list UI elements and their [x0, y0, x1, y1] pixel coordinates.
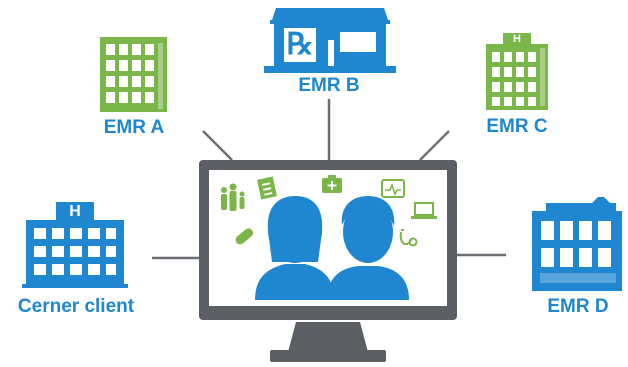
pill-icon [235, 228, 254, 245]
green-hospital-icon [486, 33, 548, 110]
blue-hospital-sign: H [56, 202, 94, 222]
connector-lines [152, 99, 506, 260]
male-patient-icon [327, 196, 409, 300]
blue-hospital-icon [22, 202, 128, 288]
medical-records-icon [257, 176, 277, 200]
node-label-emr-c: EMR C [486, 116, 548, 137]
node-label-cerner-client: Cerner client [17, 296, 135, 317]
node-label-emr-b: EMR B [298, 75, 360, 96]
connector-emr-c [419, 130, 450, 161]
monitor-base [270, 350, 386, 362]
blue-building-icon [532, 197, 622, 291]
monitor [199, 160, 457, 362]
green-building-icon [100, 37, 167, 112]
green-hospital-sign: H [503, 33, 531, 46]
family-icon [221, 183, 245, 211]
first-aid-kit-icon [322, 175, 342, 193]
pharmacy-sign: ℞ [284, 28, 316, 62]
connector-emr-a [202, 130, 233, 161]
monitor-stand [288, 322, 368, 352]
laptop-icon [411, 202, 437, 219]
female-patient-icon [255, 196, 334, 300]
node-label-emr-a: EMR A [103, 117, 165, 138]
hospital-h-letter: H [69, 203, 81, 220]
node-label-emr-d: EMR D [547, 296, 609, 317]
rx-symbol: ℞ [286, 28, 314, 61]
stethoscope-icon [399, 229, 418, 247]
hospital-h-letter: H [513, 33, 521, 45]
pharmacy-building-icon [264, 8, 396, 73]
heart-monitor-icon [381, 179, 405, 198]
